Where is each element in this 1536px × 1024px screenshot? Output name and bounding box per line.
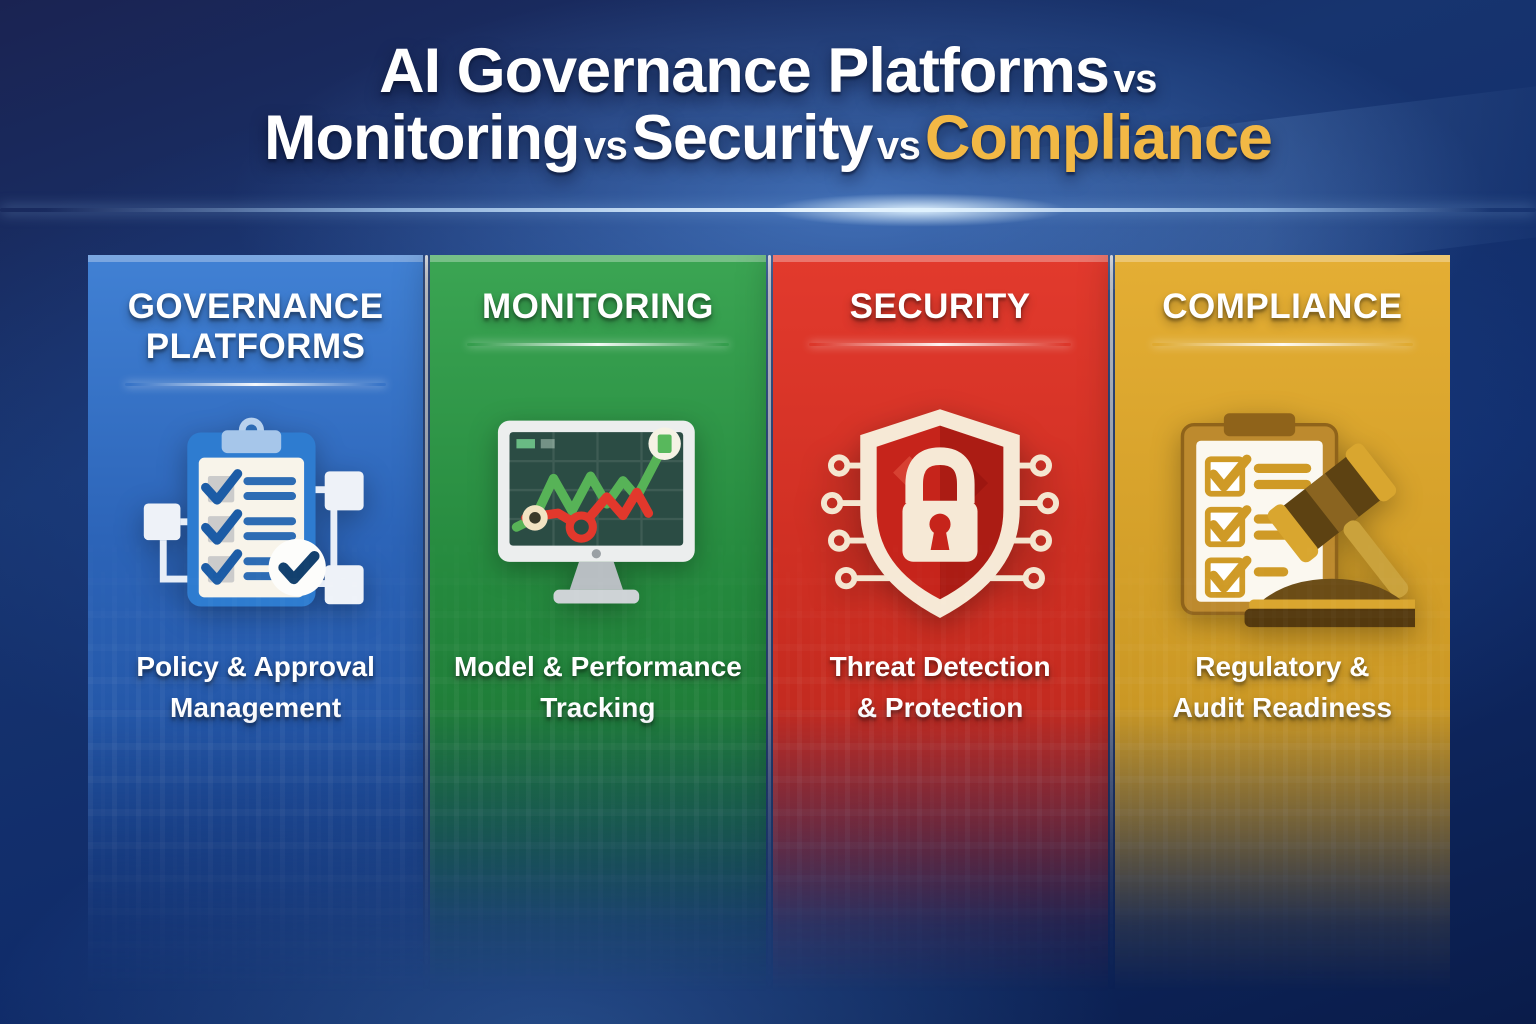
monitoring-icon-area [430,397,765,641]
column-divider-3 [1109,255,1113,1007]
shield-padlock-circuit-icon [821,408,1060,618]
security-heading-line1: SECURITY [849,287,1031,326]
comparison-panels: GOVERNANCE PLATFORMS [88,255,1451,1007]
monitoring-underline [467,342,729,346]
governance-subtitle-line2: Management [170,691,342,723]
column-monitoring: MONITORING [430,255,766,1007]
clipboard-checklist-workflow-icon [143,417,364,607]
security-subtitle-line1: Threat Detection [829,651,1051,682]
governance-heading-line1: GOVERNANCE [127,287,384,326]
monitoring-heading: MONITORING [430,287,765,327]
monitoring-subtitle: Model & Performance Tracking [430,647,765,728]
security-heading: SECURITY [773,287,1108,327]
column-governance-platforms: GOVERNANCE PLATFORMS [88,255,424,1007]
lens-flare-line [0,193,1536,227]
title-line2-vs2: vs [876,123,921,168]
title-line1-main: AI Governance Platforms [379,36,1110,106]
column-divider-2 [767,255,771,1007]
monitoring-header: MONITORING [430,255,765,346]
compliance-underline [1151,342,1414,346]
title-line-2: Monitoring vs Security vs Compliance [0,102,1536,173]
compliance-header: COMPLIANCE [1115,255,1450,346]
security-underline [809,342,1071,346]
security-header: SECURITY [773,255,1108,346]
compliance-icon-area [1115,397,1450,641]
main-title: AI Governance Platforms vs Monitoring vs… [0,38,1536,172]
monitoring-subtitle-line2: Tracking [540,691,656,723]
governance-icon-area [88,397,423,641]
title-line-1: AI Governance Platforms vs [0,38,1536,105]
compliance-subtitle-line2: Audit Readiness [1172,691,1393,723]
security-subtitle: Threat Detection & Protection [773,647,1108,728]
governance-header: GOVERNANCE PLATFORMS [88,255,423,386]
clipboard-gavel-icon [1180,413,1415,628]
compliance-subtitle-line1: Regulatory & [1195,651,1370,682]
monitor-line-chart-icon [498,420,696,604]
title-line1-vs: vs [1113,57,1157,101]
compliance-heading: COMPLIANCE [1115,287,1450,327]
title-line2-compliance: Compliance [924,102,1273,173]
column-divider-1 [425,255,429,1007]
title-line2-monitoring: Monitoring [264,102,580,173]
column-compliance: COMPLIANCE [1114,255,1451,1007]
title-line2-security: Security [631,102,874,173]
security-subtitle-line2: & Protection [856,691,1024,723]
column-security: SECURITY [772,255,1109,1007]
governance-heading: GOVERNANCE PLATFORMS [88,287,423,367]
governance-subtitle-line1: Policy & Approval [136,651,375,682]
monitoring-subtitle-line1: Model & Performance [453,651,742,682]
security-icon-area [773,397,1108,641]
compliance-heading-line1: COMPLIANCE [1162,287,1403,326]
monitoring-heading-line1: MONITORING [481,287,714,326]
governance-heading-line2: PLATFORMS [145,326,366,366]
compliance-subtitle: Regulatory & Audit Readiness [1115,647,1450,728]
governance-underline [124,382,387,386]
title-line2-vs1: vs [583,123,628,168]
governance-subtitle: Policy & Approval Management [88,647,423,728]
